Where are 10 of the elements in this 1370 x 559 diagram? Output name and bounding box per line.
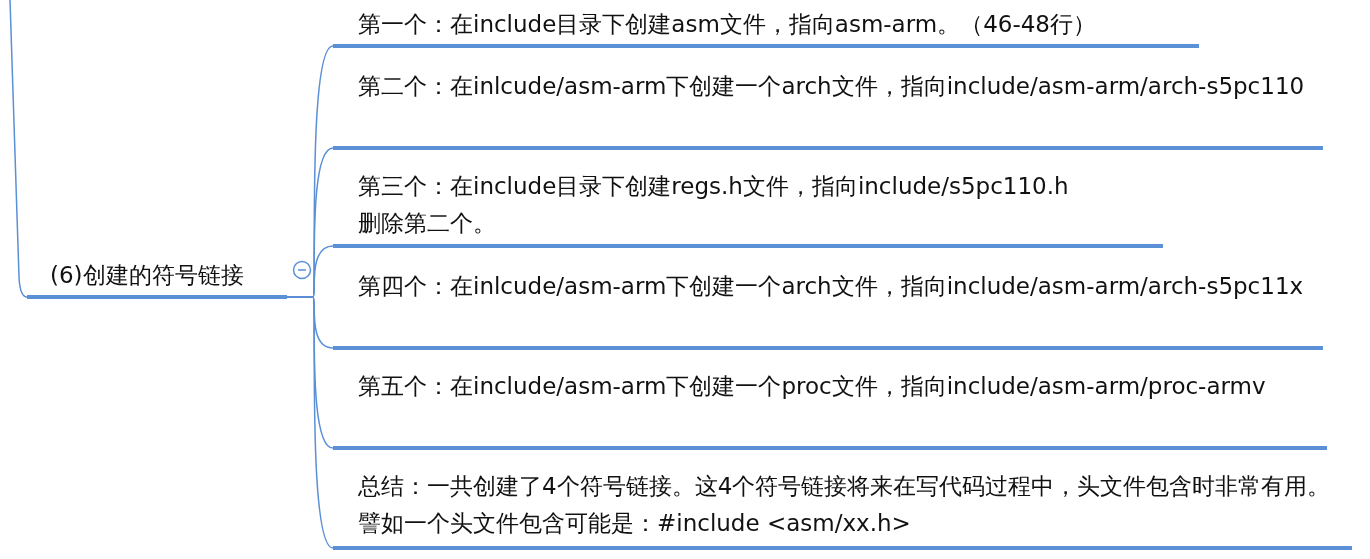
connector-line	[286, 296, 334, 549]
topic-text: (6)创建的符号链接	[50, 261, 245, 290]
subtopic-text: 第五个：在include/asm-arm下创建一个proc文件，指向include/asm-arm/proc-armv	[358, 372, 1267, 401]
subtopic-text: 第四个：在inlcude/asm-arm下创建一个arch文件，指向include/asm-arm/arch-s5pc11x	[358, 272, 1305, 301]
connector-line	[9, 0, 28, 298]
subtopic-text: 第一个：在include目录下创建asm文件，指向asm-arm。（46-48行）	[358, 10, 1097, 39]
subtopic-text: 删除第二个。	[358, 209, 497, 238]
subtopic-text: 第二个：在inlcude/asm-arm下创建一个arch文件，指向include/asm-arm/arch-s5pc110	[358, 72, 1306, 101]
subtopic-text: 总结：一共创建了4个符号链接。这4个符号链接将来在写代码过程中，头文件包含时非常有用。譬如一个头文件包含可能是：#include <asm/xx.h>	[358, 472, 1332, 538]
subtopic-text: 第三个：在include目录下创建regs.h文件，指向include/s5pc110.h	[358, 172, 1070, 201]
